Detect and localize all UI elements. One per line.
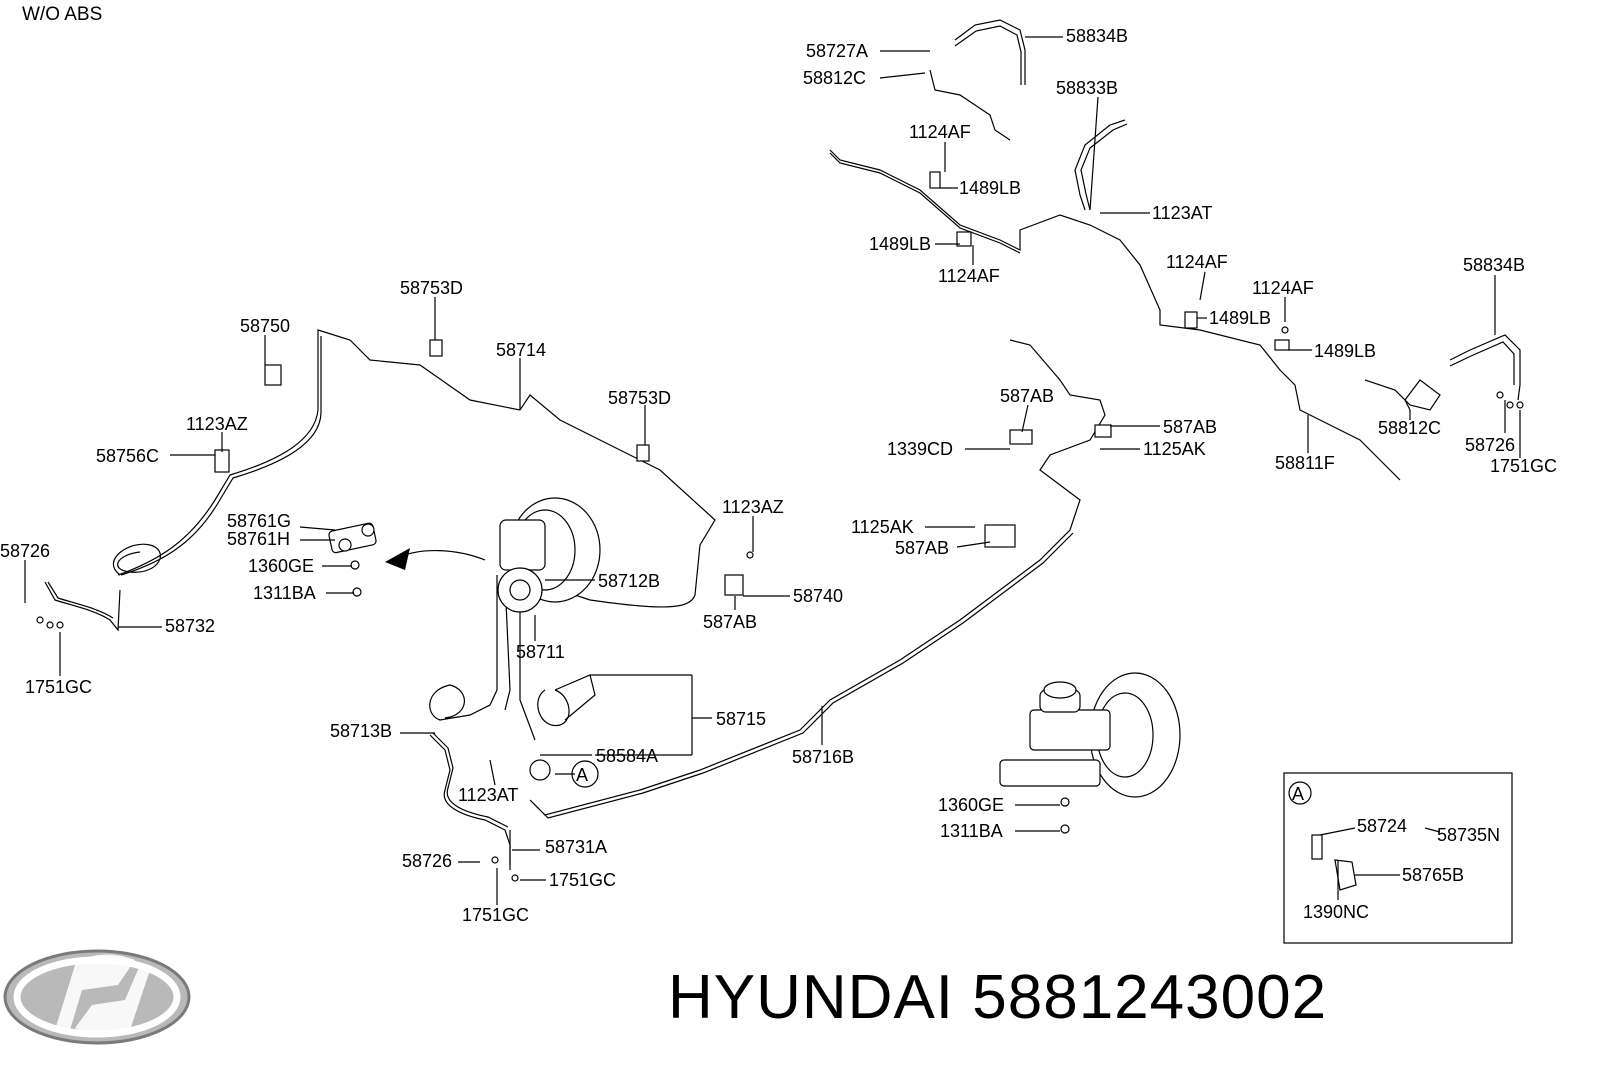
label-58735N: 58735N: [1437, 825, 1500, 845]
callout-a-label: A: [576, 765, 588, 785]
label-1123AZ-a: 1123AZ: [186, 414, 248, 434]
label-587AB-d: 587AB: [703, 612, 757, 632]
master-cylinder-bottom: [999, 759, 1101, 787]
label-58761H: 58761H: [227, 529, 290, 549]
label-58724: 58724: [1357, 816, 1407, 836]
label-58834B-right: 58834B: [1463, 255, 1525, 275]
label-58726-left: 58726: [0, 541, 50, 561]
leader-lines: [24, 36, 1521, 905]
label-1489LB-d: 1489LB: [1314, 341, 1376, 361]
label-1124AF-b: 1124AF: [938, 266, 1000, 286]
label-1489LB-b: 1489LB: [869, 234, 931, 254]
label-58726-bottom: 58726: [402, 851, 452, 871]
brake-parts: [36, 171, 1524, 882]
brake-pipes: [44, 19, 1521, 870]
label-1390NC: 1390NC: [1303, 902, 1369, 922]
label-1360GE-a: 1360GE: [248, 556, 314, 576]
label-58833B: 58833B: [1056, 78, 1118, 98]
label-58740: 58740: [793, 586, 843, 606]
detail-box-a: A: [1283, 772, 1513, 944]
label-58812C-top: 58812C: [803, 68, 866, 88]
label-1124AF-c: 1124AF: [1166, 252, 1228, 272]
label-58761G: 58761G: [227, 511, 291, 531]
label-1751GC-b2: 1751GC: [462, 905, 529, 925]
arrow-icon: [385, 548, 410, 570]
label-1311BA-b: 1311BA: [940, 821, 1003, 841]
brand-title: HYUNDAI 5881243002: [668, 963, 1327, 1032]
callout-a-circle: [571, 760, 599, 788]
label-1123AT-top: 1123AT: [1152, 203, 1212, 223]
label-1125AK-b: 1125AK: [851, 517, 914, 537]
label-58584A: 58584A: [596, 746, 658, 766]
hyundai-logo-icon: [3, 949, 191, 1045]
label-1751GC-right: 1751GC: [1490, 456, 1557, 476]
label-1311BA-a: 1311BA: [253, 583, 316, 603]
label-58713B: 58713B: [330, 721, 392, 741]
label-1124AF-d: 1124AF: [1252, 278, 1314, 298]
label-58712B: 58712B: [598, 571, 660, 591]
label-1489LB-a: 1489LB: [959, 178, 1021, 198]
label-1489LB-c: 1489LB: [1209, 308, 1271, 328]
label-1339CD: 1339CD: [887, 439, 953, 459]
label-58765B: 58765B: [1402, 865, 1464, 885]
label-58731A: 58731A: [545, 837, 607, 857]
label-1360GE-b: 1360GE: [938, 795, 1004, 815]
label-58715: 58715: [716, 709, 766, 729]
label-58714: 58714: [496, 340, 546, 360]
label-587AB-c: 587AB: [895, 538, 949, 558]
label-1751GC-b1: 1751GC: [549, 870, 616, 890]
label-58753D-b: 58753D: [608, 388, 671, 408]
label-58834B-top: 58834B: [1066, 26, 1128, 46]
label-58727A: 58727A: [806, 41, 868, 61]
label-58711: 58711: [516, 642, 565, 662]
label-58750: 58750: [240, 316, 290, 336]
detail-a-label: A: [1292, 784, 1304, 804]
label-58811F: 58811F: [1275, 453, 1335, 473]
label-587AB-b: 587AB: [1163, 417, 1217, 437]
label-1123AZ-b: 1123AZ: [722, 497, 784, 517]
label-58812C-right: 58812C: [1378, 418, 1441, 438]
label-1124AF-a: 1124AF: [909, 122, 971, 142]
part-labels: 58727A 58834B 58812C 58833B 1124AF 1489L…: [0, 26, 1557, 925]
label-58732: 58732: [165, 616, 215, 636]
label-1125AK-a: 1125AK: [1143, 439, 1206, 459]
label-1751GC-left: 1751GC: [25, 677, 92, 697]
label-58726-right: 58726: [1465, 435, 1515, 455]
label-58716B: 58716B: [792, 747, 854, 767]
label-58753D-a: 58753D: [400, 278, 463, 298]
label-1123AT-bottom: 1123AT: [458, 785, 518, 805]
header-title: W/O ABS: [22, 4, 102, 25]
label-58756C: 58756C: [96, 446, 159, 466]
label-587AB-a: 587AB: [1000, 386, 1054, 406]
